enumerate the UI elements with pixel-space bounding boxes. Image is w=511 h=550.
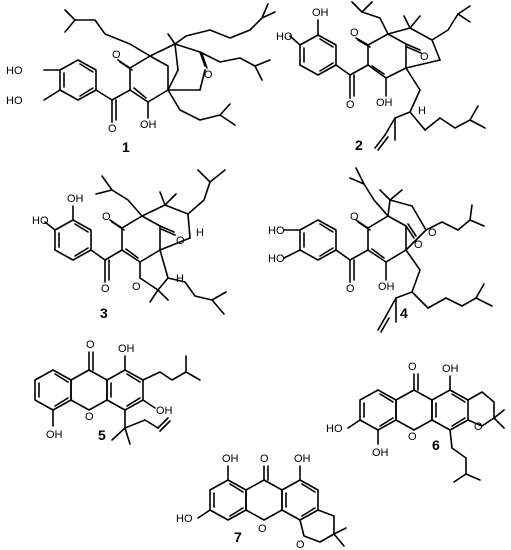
compound-1-phenyl-ring: [59, 59, 97, 101]
compound-4-atom-label: O: [428, 227, 437, 239]
compound-3-atom-label: HO: [32, 215, 49, 227]
compound-7-atom-label: O: [296, 539, 305, 550]
compound-6-atom-label: O: [408, 361, 417, 373]
compound-3-atom-label: H: [176, 273, 184, 285]
compound-5-ring-b: [70, 369, 108, 411]
compound-5-atom-label: OH: [156, 405, 173, 417]
compound-3-number: 3: [100, 305, 108, 321]
compound-3-atom-label: O: [176, 235, 185, 247]
compound-1: HO HO O O O OH 1: [6, 3, 276, 155]
compound-7-ring-b: [245, 479, 283, 521]
compound-4-phenyl-ring: [299, 219, 337, 261]
compound-7: OH O OH HO O O 7: [176, 453, 347, 550]
compound-3-atom-label: OH: [67, 193, 84, 205]
compound-1-atom-label: O: [108, 123, 117, 135]
compound-1-atom-label: O: [204, 69, 213, 81]
compound-5-atom-label: O: [85, 411, 94, 423]
compound-7-atom-label: HO: [176, 513, 193, 525]
compound-7-ring-a: [209, 479, 247, 521]
compound-6: O OH HO O O OH 6: [326, 361, 505, 483]
compound-2-atom-label: HO: [276, 31, 293, 43]
compound-2-atom-label: OH: [376, 97, 393, 109]
compound-6-atom-label: OH: [372, 447, 389, 459]
compound-4: HO HO O O O O OH 4: [268, 167, 493, 333]
compound-1-number: 1: [122, 139, 130, 155]
compound-2-atom-label: O: [350, 27, 359, 39]
compound-6-number: 6: [432, 437, 440, 453]
compound-7-atom-label: O: [260, 453, 269, 465]
compound-3-atom-label: O: [132, 281, 141, 293]
compound-3-phenyl-ring: [54, 219, 92, 261]
compound-6-ring-c: [431, 389, 469, 431]
compound-1-atom-label: OH: [140, 119, 157, 131]
compound-3-atom-label: O: [102, 211, 111, 223]
compound-1-atom-label: HO: [6, 65, 23, 77]
compound-5-atom-label: O: [86, 339, 95, 351]
compound-4-atom-label: O: [350, 211, 359, 223]
compound-7-atom-label: O: [258, 523, 267, 535]
compound-1-core-ring: [129, 55, 169, 103]
compound-2-number: 2: [355, 137, 363, 153]
compound-2-phenyl-ring: [299, 34, 337, 76]
compound-3-atom-label: H: [196, 227, 204, 239]
compound-6-atom-label: O: [408, 431, 417, 443]
compound-5-atom-label: OH: [46, 429, 63, 441]
compound-2-atom-label: O: [346, 99, 355, 111]
compound-4-atom-label: HO: [268, 253, 285, 265]
compound-1-atom-label: O: [112, 49, 121, 61]
compound-4-number: 4: [400, 305, 408, 321]
compound-2-atom-label: O: [420, 51, 429, 63]
compound-7-pyran-ring: [299, 509, 335, 543]
compound-5-ring-c: [106, 369, 144, 411]
compound-5-ring-a: [34, 369, 72, 411]
compound-4-core-ring: [367, 215, 407, 263]
compound-2-atom-label: H: [418, 105, 426, 117]
compound-3-core-ring: [121, 215, 161, 263]
compound-3-atom-label: O: [101, 283, 110, 295]
compound-2: HO OH O O O OH H 2: [276, 1, 486, 153]
compound-5: O OH O OH OH 5: [34, 339, 201, 445]
compound-4-atom-label: O: [414, 239, 423, 251]
compound-5-atom-label: OH: [118, 343, 135, 355]
compound-6-ring-b: [395, 389, 433, 431]
compound-2-atom-label: OH: [312, 7, 329, 19]
compound-4-atom-label: OH: [378, 281, 395, 293]
compound-6-atom-label: OH: [442, 363, 459, 375]
compound-6-atom-label: O: [474, 421, 483, 433]
compound-7-number: 7: [234, 529, 242, 545]
compound-6-pyran-ring: [467, 391, 495, 427]
compound-4-atom-label: O: [346, 283, 355, 295]
compound-6-ring-a: [359, 389, 397, 431]
compound-2-core-ring: [367, 33, 407, 79]
compound-7-atom-label: OH: [222, 453, 239, 465]
compound-7-ring-c: [281, 479, 319, 521]
compound-7-atom-label: OH: [294, 453, 311, 465]
compound-1-atom-label: HO: [6, 95, 23, 107]
compound-4-atom-label: HO: [268, 225, 285, 237]
compound-3: HO OH O O O O H H 3: [32, 169, 227, 321]
compound-5-number: 5: [98, 427, 106, 443]
compound-6-atom-label: HO: [326, 423, 343, 435]
